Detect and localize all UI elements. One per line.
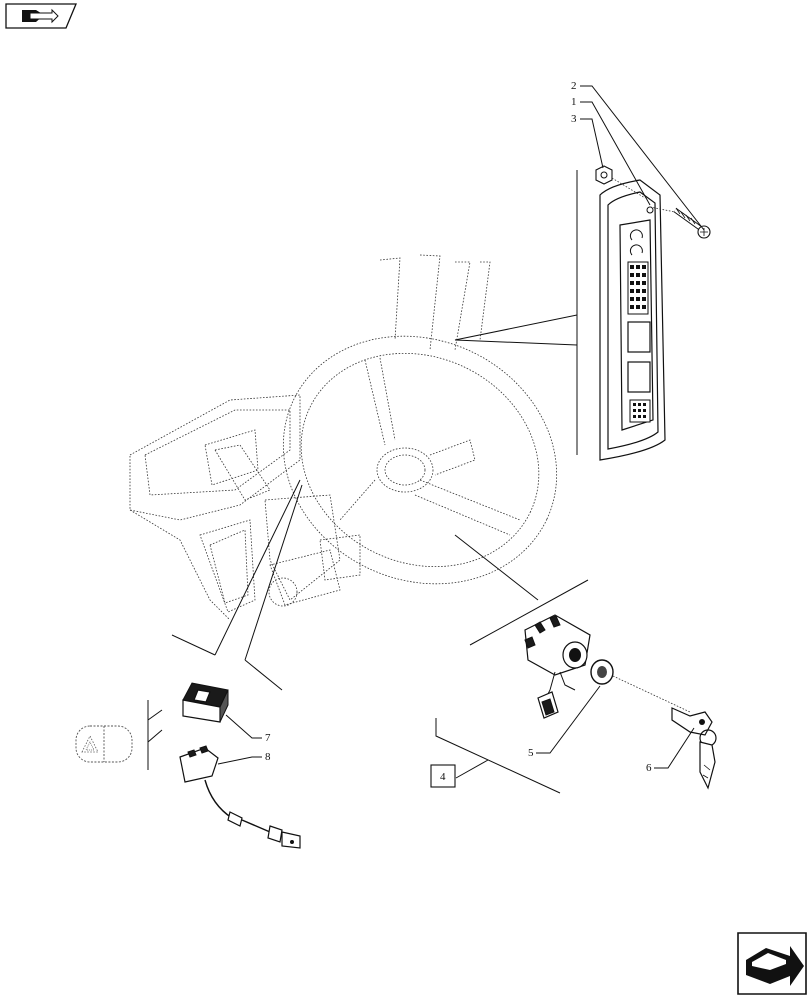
callout-4-box: 4 bbox=[430, 764, 456, 788]
nut bbox=[595, 165, 613, 185]
steering-wheel-outline bbox=[282, 335, 558, 585]
callout-4: 4 bbox=[440, 771, 446, 783]
callout-7: 7 bbox=[265, 732, 271, 744]
callout-8: 8 bbox=[265, 751, 271, 763]
bezel-ring bbox=[590, 659, 614, 685]
ignition-key bbox=[671, 707, 717, 790]
leader-ignition bbox=[454, 534, 589, 646]
callout-6: 6 bbox=[646, 762, 652, 774]
rocker-switch bbox=[182, 682, 229, 723]
instrument-panel bbox=[599, 179, 666, 461]
leader-switch bbox=[171, 479, 303, 691]
leader-panel bbox=[454, 314, 578, 346]
hazard-triangle-icon bbox=[75, 725, 133, 763]
callout-3: 3 bbox=[571, 113, 577, 125]
switch-connector-harness bbox=[179, 745, 301, 849]
bracket-line-4 bbox=[435, 718, 561, 794]
callout-2: 2 bbox=[571, 80, 577, 92]
screw bbox=[673, 207, 711, 239]
hazard-bracket bbox=[147, 700, 163, 770]
callout-1: 1 bbox=[571, 96, 577, 108]
previous-page-arrow-icon[interactable] bbox=[5, 3, 77, 29]
ignition-switch bbox=[524, 614, 591, 719]
next-page-arrow-icon[interactable] bbox=[737, 932, 807, 995]
cab-dashboard-outline bbox=[129, 254, 491, 621]
callout-5: 5 bbox=[528, 747, 534, 759]
